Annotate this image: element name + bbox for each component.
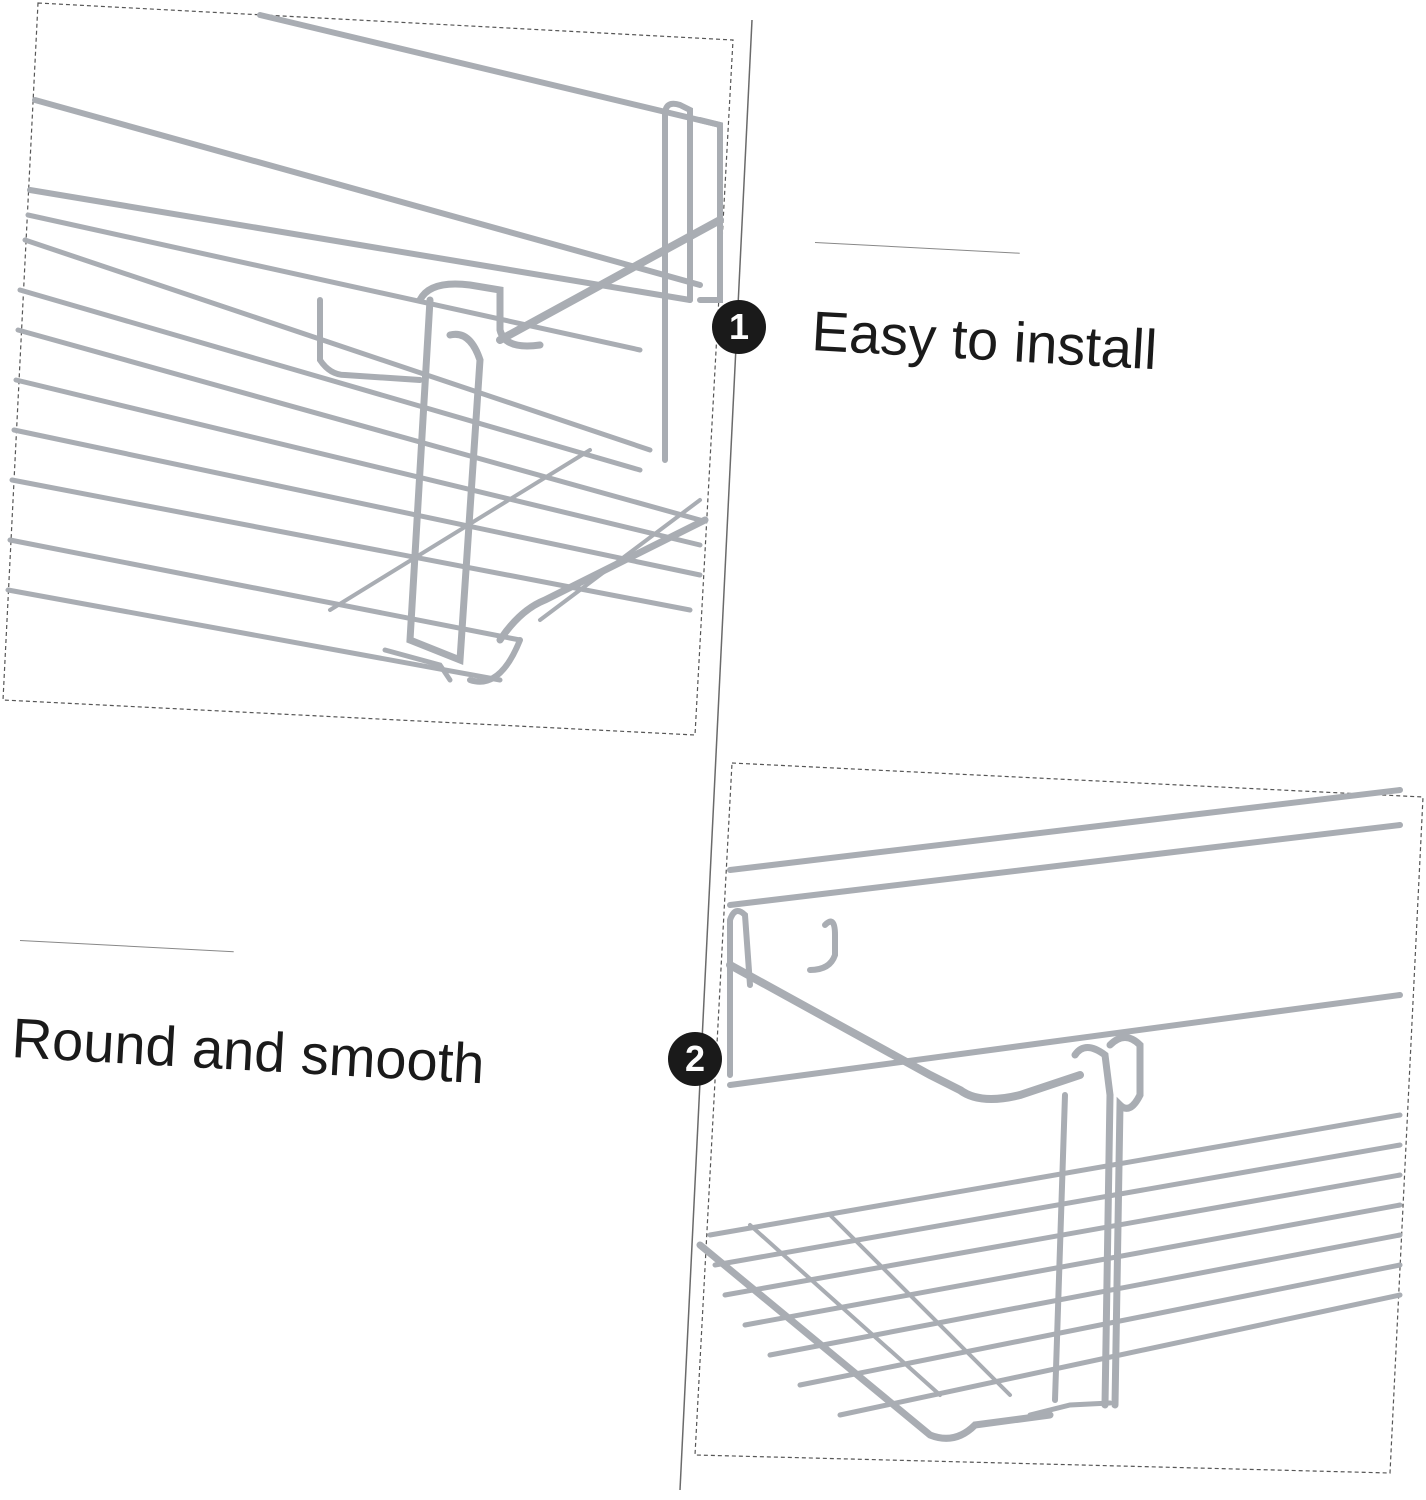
product-photo-hook: [2, 2, 734, 736]
feature-2-number-badge: 2: [668, 1032, 722, 1086]
product-photo-corner: [694, 762, 1424, 1474]
feature-1-number-badge: 1: [712, 300, 766, 354]
